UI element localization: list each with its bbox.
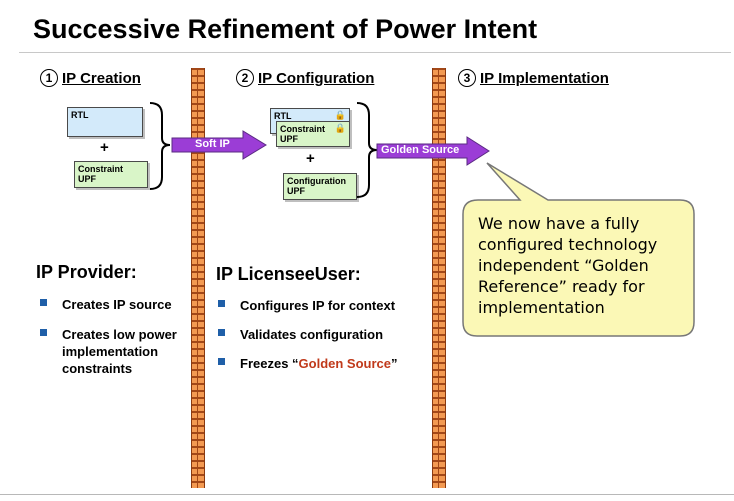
bullet-square-icon <box>218 300 225 307</box>
doc-line: Constraint <box>280 124 325 134</box>
callout-line: implementation <box>478 298 605 317</box>
step-label: IP Creation <box>62 69 141 87</box>
doc-line: UPF <box>78 174 96 184</box>
rtl-label: RTL <box>71 110 89 120</box>
ip-provider-heading: IP Provider: <box>36 262 137 282</box>
brace-right <box>356 102 378 198</box>
golden-source-label: Golden Source <box>381 144 460 156</box>
step-ip-implementation: 3 IP Implementation <box>458 69 609 87</box>
step-number: 3 <box>458 69 476 87</box>
soft-ip-arrow <box>171 130 267 160</box>
step-number: 1 <box>40 69 58 87</box>
rtl-document: RTL <box>67 107 143 137</box>
bullet-square-icon <box>40 299 47 306</box>
bullet-item: Freezes “Golden Source” <box>218 355 428 372</box>
callout-line: configured technology <box>478 235 658 254</box>
bullet-item: Creates IP source <box>40 296 200 313</box>
lock-icon: 🔒 <box>334 123 346 133</box>
doc-line: Constraint <box>78 164 123 174</box>
configuration-upf-document: Configuration UPF <box>283 173 357 200</box>
bullet-item: Configures IP for context <box>218 297 428 314</box>
callout-text: We now have a fully configured technolog… <box>478 213 657 318</box>
callout-line: Reference” ready for <box>478 277 645 296</box>
bullet-item: Validates configuration <box>218 326 428 343</box>
bottom-divider <box>0 494 734 495</box>
bullet-square-icon <box>218 329 225 336</box>
golden-source-arrow <box>376 136 490 166</box>
title-divider <box>19 52 731 53</box>
constraint-upf-document: Constraint UPF <box>74 161 148 188</box>
brace-left <box>149 102 171 190</box>
callout-bubble <box>462 162 695 337</box>
plus-sign: + <box>100 139 109 156</box>
step-ip-creation: 1 IP Creation <box>40 69 141 87</box>
ip-licensee-heading: IP LicenseeUser: <box>216 264 361 284</box>
step-ip-configuration: 2 IP Configuration <box>236 69 374 87</box>
constraint-upf-document-locked: Constraint UPF 🔒 <box>276 121 350 147</box>
brick-wall-left <box>191 68 205 488</box>
golden-source-highlight: Golden Source <box>298 356 392 371</box>
plus-sign: + <box>306 150 315 167</box>
bullet-item: Creates low power implementation constra… <box>40 326 200 378</box>
bullet-square-icon <box>40 329 47 336</box>
brick-wall-right <box>432 68 446 488</box>
doc-line: Configuration <box>287 176 346 186</box>
doc-line: UPF <box>280 134 298 144</box>
lock-icon: 🔒 <box>334 110 346 120</box>
step-label: IP Configuration <box>258 69 375 87</box>
doc-line: UPF <box>287 186 305 196</box>
callout-line: We now have a fully <box>478 214 640 233</box>
bullet-square-icon <box>218 358 225 365</box>
soft-ip-label: Soft IP <box>195 138 230 150</box>
page-title: Successive Refinement of Power Intent <box>33 14 538 44</box>
step-label: IP Implementation <box>480 69 609 87</box>
step-number: 2 <box>236 69 254 87</box>
rtl-label: RTL <box>274 111 292 121</box>
callout-line: independent “Golden <box>478 256 649 275</box>
